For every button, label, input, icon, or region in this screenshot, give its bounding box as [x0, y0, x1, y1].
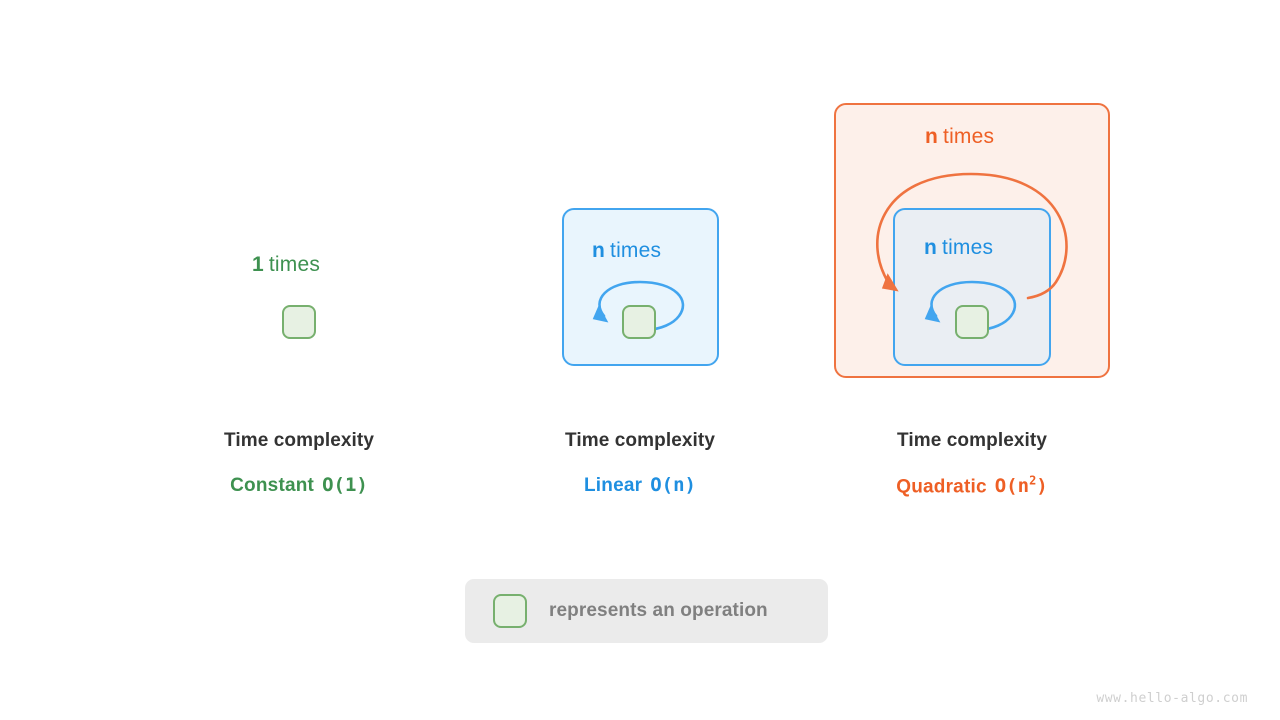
quadratic-outer-loop-arrow	[876, 172, 1068, 300]
linear-loop-word: times	[610, 239, 662, 262]
linear-loop-count: n	[592, 239, 606, 262]
operation-square-linear	[622, 305, 656, 339]
quadratic-outer-loop-count: n	[925, 125, 939, 148]
constant-loop-word: times	[268, 253, 321, 276]
operation-square-constant	[282, 305, 316, 339]
caption-quadratic: Time complexity Quadratic O(n2)	[822, 430, 1122, 498]
bigo-open: O(n	[994, 475, 1030, 498]
complexity-bigo-quadratic: O(n2)	[994, 474, 1048, 498]
complexity-name-linear: Linear	[584, 475, 643, 496]
legend-box: represents an operation	[465, 579, 828, 643]
caption-title-constant: Time complexity	[223, 430, 375, 451]
caption-value-constant: Constant O(1)	[149, 474, 449, 497]
caption-value-linear: Linear O(n)	[490, 474, 790, 497]
quadratic-inner-loop-count: n	[924, 236, 938, 259]
legend-label: represents an operation	[549, 600, 768, 621]
quadratic-outer-loop-word: times	[943, 125, 995, 148]
watermark: www.hello-algo.com	[1096, 691, 1248, 706]
caption-value-quadratic: Quadratic O(n2)	[822, 474, 1122, 498]
constant-loop-count: 1	[252, 253, 264, 276]
bigo-close: )	[1036, 475, 1048, 498]
caption-title-linear: Time complexity	[564, 430, 716, 451]
complexity-name-quadratic: Quadratic	[896, 476, 987, 498]
complexity-name-constant: Constant	[230, 475, 315, 496]
quadratic-inner-loop-arrow	[924, 280, 1017, 332]
operation-square-quadratic	[955, 305, 989, 339]
complexity-bigo-constant: O(1)	[322, 474, 368, 496]
caption-title-quadratic: Time complexity	[896, 430, 1048, 451]
linear-loop-arrow	[592, 280, 685, 332]
linear-loop-frame	[562, 208, 719, 366]
caption-constant: Time complexity Constant O(1)	[149, 430, 449, 497]
complexity-bigo-linear: O(n)	[650, 474, 696, 496]
legend-operation-square-icon	[493, 594, 527, 628]
quadratic-inner-loop-word: times	[942, 236, 994, 259]
caption-linear: Time complexity Linear O(n)	[490, 430, 790, 497]
bigo-exponent: 2	[1029, 474, 1037, 488]
